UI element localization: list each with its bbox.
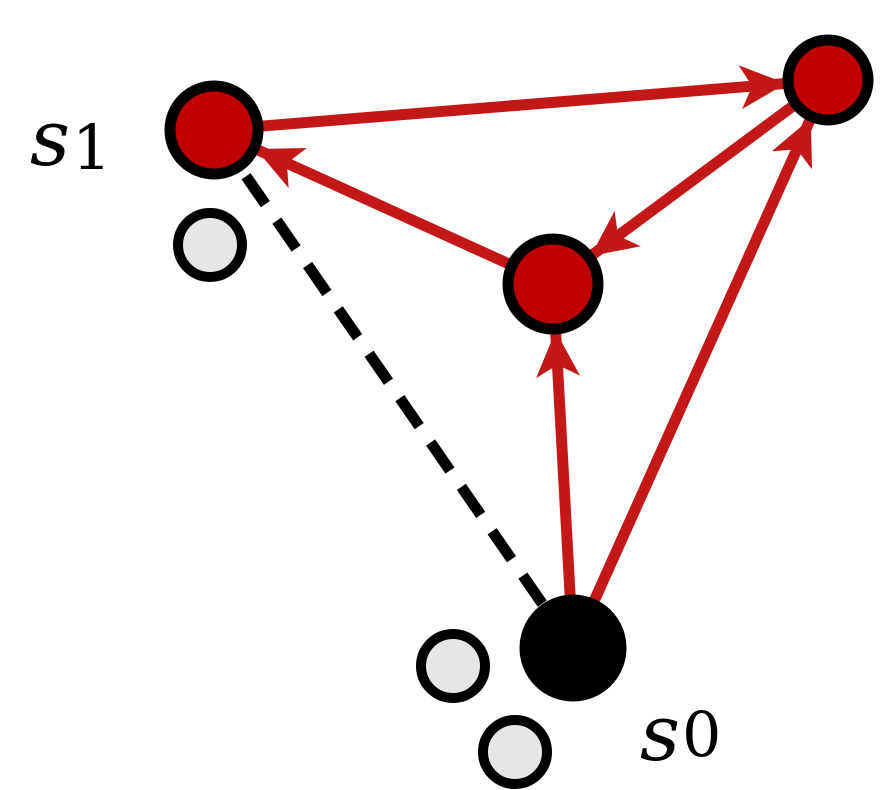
node-s0 [519, 594, 627, 702]
node-gray-b [416, 629, 490, 703]
edge-layer [209, 65, 815, 652]
label-s0: s0 [640, 689, 721, 779]
edge-middle-to-s1 [255, 144, 531, 278]
edge-top-right-to-middle [589, 89, 813, 260]
node-s1 [164, 80, 264, 180]
label-s1-subscript: 1 [72, 111, 111, 184]
label-s1-base: s [30, 94, 70, 184]
label-s1: s1 [30, 94, 111, 184]
label-s0-base: s [640, 689, 680, 779]
node-middle [502, 233, 604, 335]
edge-s1-to-top-right [239, 65, 787, 134]
node-gray-c [478, 715, 552, 789]
node-layer [164, 34, 874, 789]
edge-s0-to-middle [536, 330, 581, 620]
node-top-right [782, 34, 874, 126]
edge-s0-to-top-right [579, 117, 815, 624]
node-gray-a [173, 208, 247, 282]
label-s0-subscript: 0 [682, 698, 721, 771]
